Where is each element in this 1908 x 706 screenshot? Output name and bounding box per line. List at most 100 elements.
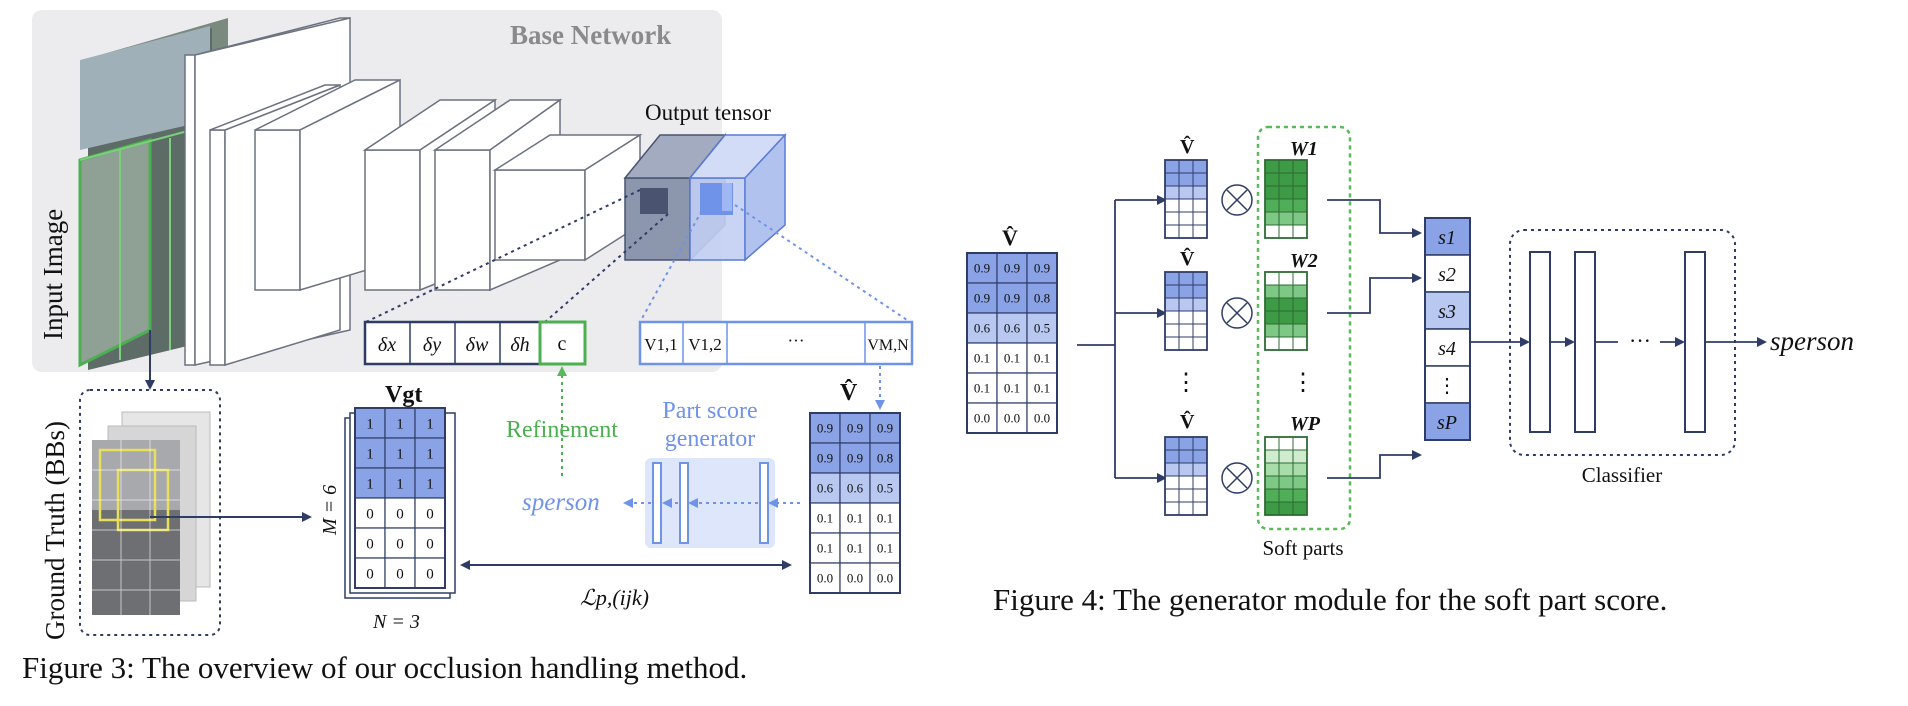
wp-label: WP xyxy=(1290,413,1321,435)
soft-part-cell xyxy=(1278,297,1294,312)
part-score-generator-label-1: Part score xyxy=(662,398,757,424)
vhat-small-cell xyxy=(1178,159,1194,174)
vgt-value: 0 xyxy=(396,566,404,582)
vhat3-value: 0.1 xyxy=(817,511,833,526)
soft-part-cell xyxy=(1264,211,1280,226)
vhat-small-cell xyxy=(1178,323,1194,338)
vgt-cell xyxy=(354,527,386,559)
vhat-small-cell xyxy=(1164,172,1180,187)
w2-label: W2 xyxy=(1290,250,1318,272)
multiply-icon-2 xyxy=(1221,297,1253,329)
vhat4-border xyxy=(966,252,1058,434)
vgt-cell xyxy=(414,527,446,559)
vhat-label-row2: V̂ xyxy=(1180,246,1195,270)
vgt-value: 0 xyxy=(426,566,434,582)
soft-part-cell xyxy=(1278,172,1294,187)
vhat-small-cell xyxy=(1192,323,1208,338)
vgt-cell xyxy=(354,497,386,529)
vhat-small-border-1 xyxy=(1164,159,1208,239)
vgt-value: 1 xyxy=(366,446,374,462)
part-score-label: ⋮ xyxy=(1437,375,1457,397)
vhat-small-cell xyxy=(1192,224,1208,239)
soft-part-border-3 xyxy=(1264,436,1308,516)
vhat-small-cell xyxy=(1178,310,1194,325)
delta-x: δx xyxy=(378,334,396,356)
part-score-label: s2 xyxy=(1438,264,1456,286)
delta-y: δy xyxy=(423,334,441,356)
vgt-value: 1 xyxy=(366,476,374,492)
vhat-small-cell xyxy=(1178,172,1194,187)
soft-part-cell xyxy=(1264,436,1280,451)
soft-part-cell xyxy=(1278,198,1294,213)
vgt-value: 1 xyxy=(426,416,434,432)
v-dots: ··· xyxy=(788,331,805,350)
w1-label: W1 xyxy=(1290,138,1318,160)
soft-part-cell xyxy=(1278,271,1294,286)
soft-part-cell xyxy=(1278,185,1294,200)
vhat-label-row1: V̂ xyxy=(1180,134,1195,158)
vhat4-value: 0.1 xyxy=(974,381,990,396)
vhat-small-cell xyxy=(1192,271,1208,286)
vhat3-cell xyxy=(809,442,841,474)
soft-part-cell xyxy=(1278,462,1294,477)
figure-3: Base Network Input Image xyxy=(32,10,914,640)
soft-part-cell xyxy=(1292,172,1308,187)
soft-part-cell xyxy=(1292,198,1308,213)
soft-part-cell xyxy=(1264,172,1280,187)
input-image-label: Input Image xyxy=(38,209,68,340)
soft-part-cell xyxy=(1264,297,1280,312)
vgt-value: 0 xyxy=(426,506,434,522)
vgt-border xyxy=(354,407,446,589)
vhat-label-fig3: V̂ xyxy=(840,379,858,406)
vhat4-value: 0.1 xyxy=(1034,351,1050,366)
soft-part-cell xyxy=(1292,436,1308,451)
vhat4-value: 0.6 xyxy=(1004,321,1021,336)
soft-part-cell xyxy=(1264,159,1280,174)
vhat3-value: 0.9 xyxy=(847,451,863,466)
vhat-label-row3: V̂ xyxy=(1180,409,1195,433)
vhat-small-cell xyxy=(1178,475,1194,490)
vhat-small-cell xyxy=(1164,271,1180,286)
vhat-small-cell xyxy=(1192,336,1208,351)
part-score-label: s1 xyxy=(1438,227,1456,249)
vgt-cell xyxy=(384,527,416,559)
vhat-small-cell xyxy=(1164,198,1180,213)
classifier-hdots: ··· xyxy=(1629,328,1651,353)
soft-part-cell xyxy=(1278,475,1294,490)
vhat4-cell xyxy=(1026,312,1058,344)
vgt-value: 0 xyxy=(366,506,374,522)
vgt-cell xyxy=(414,497,446,529)
vhat3-value: 0.9 xyxy=(817,451,833,466)
soft-parts-label: Soft parts xyxy=(1262,536,1343,560)
to-s-arrows xyxy=(1327,199,1422,479)
vhat-small-cell xyxy=(1164,449,1180,464)
part-score-label: s4 xyxy=(1438,338,1456,360)
vhat4-value: 0.1 xyxy=(1004,351,1020,366)
vhat3-value: 0.0 xyxy=(817,571,833,586)
soft-part-cell xyxy=(1264,488,1280,503)
soft-parts-box xyxy=(1256,125,1352,531)
vhat-small-cell xyxy=(1164,224,1180,239)
vhat4-value: 0.1 xyxy=(1004,381,1020,396)
vhat-small-cell xyxy=(1164,462,1180,477)
figure-3-caption: Figure 3: The overview of our occlusion … xyxy=(22,650,748,685)
vhat-small-cell xyxy=(1192,172,1208,187)
soft-part-border-1 xyxy=(1264,159,1308,239)
vhat-small-cell xyxy=(1178,336,1194,351)
soft-part-cell xyxy=(1292,323,1308,338)
soft-part-cell xyxy=(1264,271,1280,286)
vgt-value: 1 xyxy=(426,446,434,462)
vgt-value: 1 xyxy=(396,446,404,462)
vhat4-value: 0.9 xyxy=(1004,261,1020,276)
vhat3-value: 0.1 xyxy=(847,511,863,526)
soft-part-cell xyxy=(1292,501,1308,516)
projection-lines xyxy=(365,189,911,323)
vhat4-value: 0.0 xyxy=(1034,411,1050,426)
vhat-small-cell xyxy=(1164,185,1180,200)
vhat-small-cell xyxy=(1192,310,1208,325)
vhat3-value: 0.0 xyxy=(877,571,893,586)
soft-part-cell xyxy=(1278,501,1294,516)
soft-part-cell xyxy=(1292,185,1308,200)
